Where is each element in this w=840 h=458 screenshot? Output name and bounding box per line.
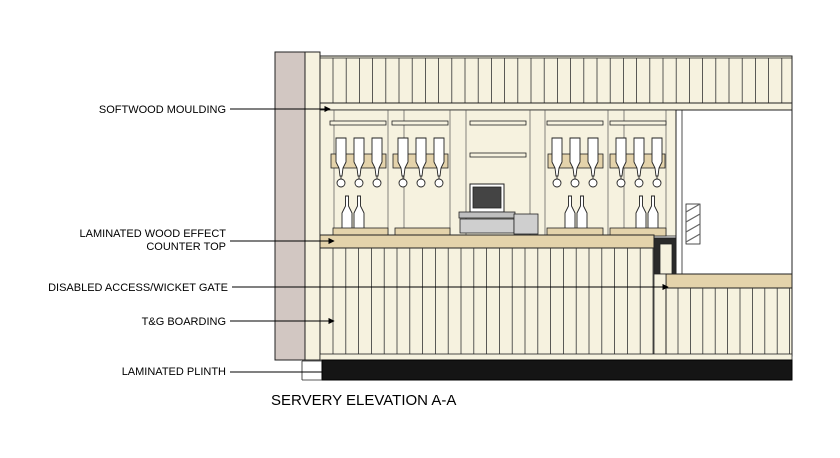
wall-column xyxy=(274,51,306,361)
drawing-title: SERVERY ELEVATION A-A xyxy=(271,392,456,409)
optic-dispenser xyxy=(354,178,364,188)
laminated-plinth xyxy=(301,359,793,381)
label-boarding: T&G BOARDING xyxy=(142,316,226,328)
callout-leaders xyxy=(230,105,669,373)
optic-dispenser xyxy=(416,178,426,188)
skirting xyxy=(319,353,793,361)
optic-bottle xyxy=(651,137,663,177)
counter-top xyxy=(319,234,655,249)
label-softwood-moulding: SOFTWOOD MOULDING xyxy=(99,104,226,116)
wall-column-edge xyxy=(304,51,321,361)
softwood-moulding xyxy=(319,102,793,111)
label-counter-top-1: LAMINATED WOOD EFFECT xyxy=(80,228,227,240)
optic-dispenser xyxy=(336,178,346,188)
upper-boarding-band xyxy=(319,55,793,105)
optic-bottle xyxy=(615,137,627,177)
label-counter-top-2: COUNTER TOP xyxy=(146,241,226,253)
optic-dispenser xyxy=(434,178,444,188)
side-opening xyxy=(675,109,793,275)
till-monitor xyxy=(458,183,539,235)
optic-bottle xyxy=(551,137,563,177)
optic-dispenser xyxy=(616,178,626,188)
optic-bottles xyxy=(335,137,663,188)
optic-bottle xyxy=(433,137,445,177)
optic-dispenser xyxy=(398,178,408,188)
optic-dispenser xyxy=(372,178,382,188)
optic-bottle xyxy=(415,137,427,177)
standing-bottles xyxy=(341,195,659,230)
optic-bottle xyxy=(633,137,645,177)
optic-bottle xyxy=(353,137,365,177)
label-wicket-gate: DISABLED ACCESS/WICKET GATE xyxy=(48,282,228,294)
optic-dispenser xyxy=(552,178,562,188)
gate-boarding xyxy=(653,273,793,357)
optic-bottle xyxy=(397,137,409,177)
counter-front-boarding xyxy=(319,247,655,357)
optic-dispenser xyxy=(652,178,662,188)
optic-dispenser xyxy=(634,178,644,188)
optic-bottle xyxy=(335,137,347,177)
optic-bottle xyxy=(587,137,599,177)
optic-dispenser xyxy=(588,178,598,188)
optic-bottle xyxy=(371,137,383,177)
optic-bottle xyxy=(569,137,581,177)
label-plinth: LAMINATED PLINTH xyxy=(122,366,226,378)
optic-dispenser xyxy=(570,178,580,188)
shelf-rails xyxy=(329,120,667,158)
